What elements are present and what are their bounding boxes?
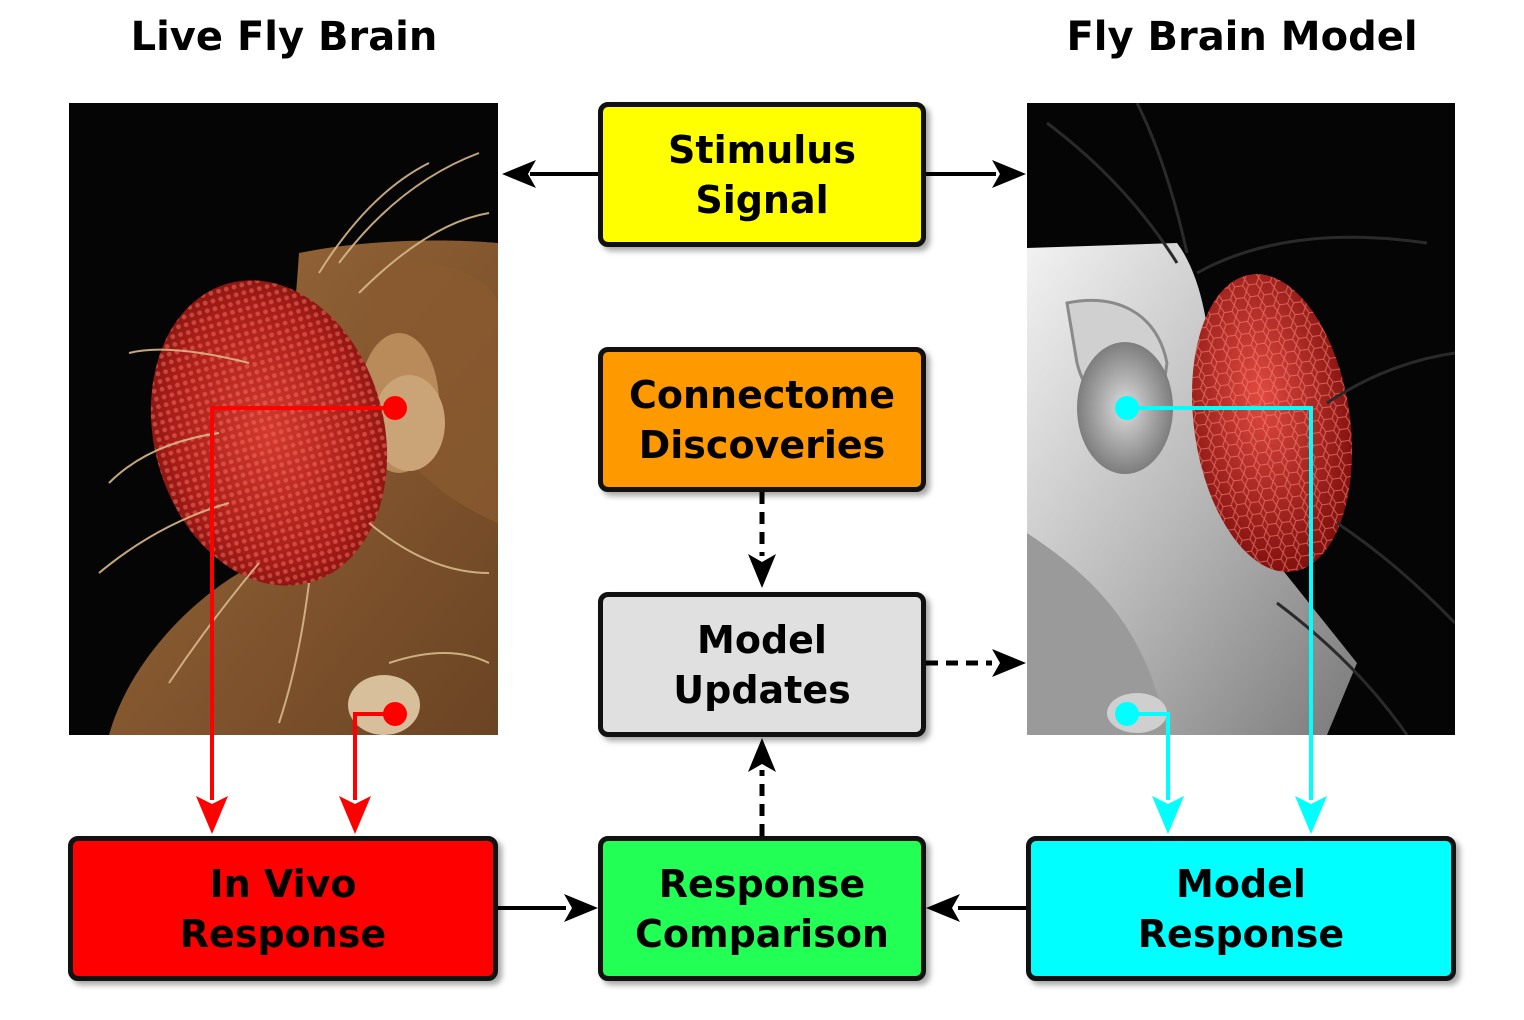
arrowhead-connectome-to-updates [748, 554, 776, 588]
arrowhead-updates-to-model [992, 649, 1026, 677]
model-updates-line2: Updates [673, 667, 851, 712]
arrowhead-invivo-to-comparison [564, 894, 598, 922]
heading-fly-brain-model: Fly Brain Model [1066, 14, 1418, 60]
red-line-eye [210, 406, 395, 800]
model-response-line1: Model [1176, 861, 1306, 906]
stimulus-signal-line2: Signal [695, 177, 829, 222]
arrowhead-stimulus-to-live [502, 160, 536, 188]
model-updates-box: Model Updates [598, 592, 926, 737]
fly-head-micrograph-image [69, 103, 498, 735]
cyan-arrowhead-2 [1152, 796, 1184, 834]
connectome-discoveries-line1: Connectome [628, 372, 896, 417]
red-recording-dot-2 [383, 702, 407, 726]
cyan-line-eye [1127, 406, 1313, 800]
in-vivo-response-box: In Vivo Response [68, 836, 498, 981]
connectome-discoveries-line2: Discoveries [638, 422, 886, 467]
response-comparison-box: Response Comparison [598, 836, 926, 981]
response-comparison-line2: Comparison [635, 911, 889, 956]
red-arrowhead-2 [339, 796, 371, 834]
model-response-box: Model Response [1026, 836, 1456, 981]
cyan-arrowhead-1 [1295, 796, 1327, 834]
heading-live-fly-brain: Live Fly Brain [130, 14, 438, 60]
stimulus-signal-box: Stimulus Signal [598, 102, 926, 247]
cyan-recording-dot-2 [1115, 702, 1139, 726]
cyan-recording-dot-1 [1115, 396, 1139, 420]
in-vivo-response-line2: Response [179, 911, 387, 956]
model-updates-line1: Model [697, 617, 827, 662]
model-response-line2: Response [1137, 911, 1345, 956]
red-recording-dot-1 [383, 396, 407, 420]
in-vivo-response-line1: In Vivo [209, 861, 357, 906]
stimulus-signal-line1: Stimulus [668, 127, 856, 172]
response-comparison-line1: Response [658, 861, 866, 906]
connectome-discoveries-box: Connectome Discoveries [598, 347, 926, 492]
arrowhead-stimulus-to-model [992, 160, 1026, 188]
red-arrowhead-1 [196, 796, 228, 834]
arrowhead-modelresponse-to-comparison [926, 894, 960, 922]
arrowhead-comparison-to-updates [748, 738, 776, 772]
red-line-antenna [353, 712, 395, 800]
cyan-line-antenna [1127, 712, 1170, 800]
robotic-fly-head-render-image [1027, 103, 1455, 735]
